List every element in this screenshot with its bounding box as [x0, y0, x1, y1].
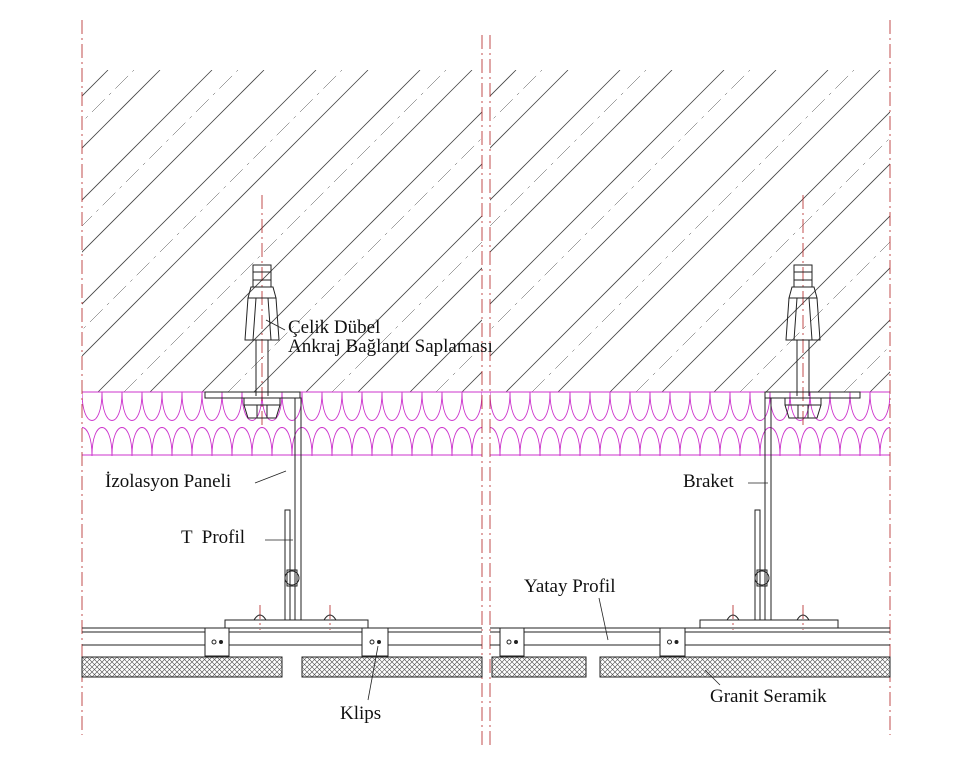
- label-t-profil: T Profil: [181, 527, 245, 548]
- concrete-wall-right: [490, 70, 890, 392]
- label-braket: Braket: [683, 471, 734, 492]
- label-izolasyon: İzolasyon Paneli: [105, 471, 231, 492]
- insulation-panel-right: [490, 392, 890, 456]
- steel-anchor-dowel-left: [243, 264, 281, 419]
- label-celik-dubel: Çelik Dübel: [288, 317, 380, 338]
- horizontal-profile-rails: [82, 627, 890, 646]
- insulation-panel-left: [82, 392, 482, 456]
- steel-anchor-dowel-right: [784, 264, 822, 419]
- label-granit: Granit Seramik: [710, 686, 827, 707]
- label-yatay-profil: Yatay Profil: [524, 576, 616, 597]
- label-ankraj: Ankraj Bağlantı Saplaması: [288, 336, 493, 357]
- label-klips: Klips: [340, 703, 381, 724]
- granite-ceramic-tiles: [81, 656, 891, 678]
- concrete-wall-left: [82, 70, 482, 392]
- bracket-right: [699, 391, 861, 629]
- clips: [204, 627, 686, 657]
- axis-lines: [81, 20, 891, 745]
- leader-lines: [254, 319, 768, 701]
- bracket-left: [204, 391, 369, 629]
